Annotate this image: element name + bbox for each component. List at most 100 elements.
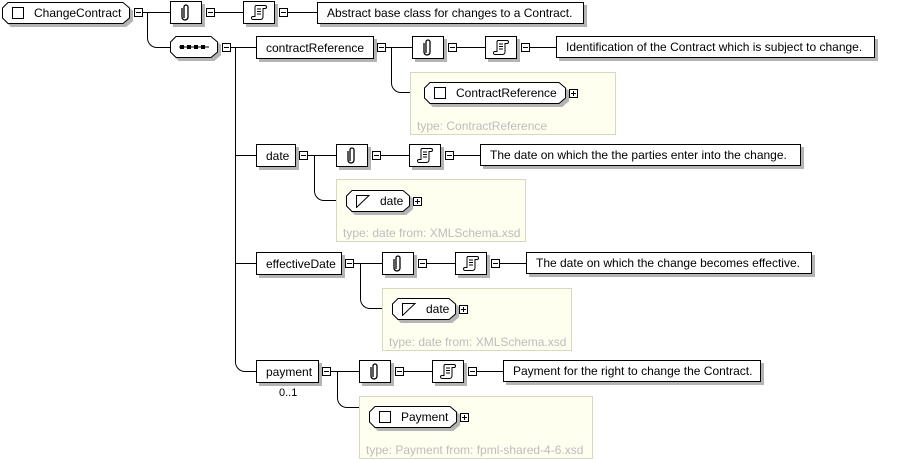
complex-type-icon — [434, 87, 446, 99]
documentation-text: Payment for the right to change the Cont… — [503, 360, 761, 382]
documentation-text: The date on which the change becomes eff… — [526, 252, 812, 274]
connector — [288, 12, 317, 13]
element-documentation: The date on which the the parties enter … — [490, 148, 787, 162]
connector — [427, 263, 455, 264]
connector — [381, 155, 409, 156]
connector — [500, 263, 526, 264]
collapse-toggle[interactable] — [468, 367, 477, 376]
collapse-toggle[interactable] — [418, 259, 427, 268]
connector — [235, 355, 256, 372]
connector — [314, 155, 336, 201]
type-name: date — [426, 302, 450, 316]
element-payment[interactable]: payment — [256, 360, 319, 383]
collapse-toggle[interactable] — [395, 367, 404, 376]
documentation-node[interactable] — [432, 360, 464, 383]
complex-type-icon — [379, 411, 391, 423]
type-node[interactable]: Payment — [369, 406, 457, 428]
connector-trunk — [235, 47, 236, 361]
type-label: type: ContractReference — [417, 119, 548, 133]
element-name: date — [266, 148, 290, 163]
connector — [404, 371, 432, 372]
sequence-compositor-icon — [179, 45, 209, 49]
documentation-node[interactable] — [455, 252, 487, 275]
connector — [454, 155, 480, 156]
connector — [215, 12, 243, 13]
type-name: date — [380, 194, 404, 208]
element-name: payment — [266, 364, 313, 379]
type-node[interactable]: ContractReference — [424, 82, 566, 104]
collapse-toggle[interactable] — [206, 8, 215, 17]
documentation-text: The date on which the the parties enter … — [480, 144, 801, 166]
type-node[interactable]: date — [346, 190, 410, 212]
type-label: type: Payment from: fpml-shared-4-6.xsd — [366, 443, 584, 457]
scroll-icon — [463, 255, 479, 272]
pill-outline — [2, 2, 130, 24]
collapse-toggle[interactable] — [322, 367, 331, 376]
collapse-toggle[interactable] — [299, 151, 308, 160]
collapse-toggle[interactable] — [521, 43, 530, 52]
connector — [235, 263, 256, 264]
paperclip-icon — [181, 4, 191, 21]
pill-outline — [424, 82, 566, 104]
type-name: Payment — [401, 410, 449, 424]
element-documentation: The date on which the change becomes eff… — [536, 256, 800, 270]
type-label: type: date from: XMLSchema.xsd — [343, 226, 521, 240]
connector — [147, 12, 170, 48]
element-documentation: Identification of the Contract which is … — [566, 40, 863, 54]
collapse-toggle[interactable] — [445, 151, 454, 160]
collapse-toggle[interactable] — [345, 259, 354, 268]
simple-type-icon — [402, 302, 416, 316]
element-effectiveDate[interactable]: effectiveDate — [256, 252, 342, 275]
paperclip-icon — [423, 39, 433, 56]
annotation-node[interactable] — [412, 36, 444, 59]
documentation-node[interactable] — [243, 1, 275, 24]
expand-toggle[interactable] — [459, 305, 468, 314]
expand-toggle[interactable] — [413, 197, 422, 206]
documentation-node[interactable] — [409, 144, 441, 167]
expand-toggle[interactable] — [460, 413, 469, 422]
root-type-node[interactable]: ChangeContract — [2, 2, 130, 24]
connector — [235, 155, 256, 156]
annotation-node[interactable] — [359, 360, 391, 383]
scroll-icon — [417, 147, 433, 164]
complex-type-icon — [12, 7, 24, 19]
expand-toggle[interactable] — [569, 89, 578, 98]
collapse-toggle[interactable] — [372, 151, 381, 160]
documentation-node[interactable] — [485, 36, 517, 59]
annotation-node[interactable] — [382, 252, 414, 275]
element-date[interactable]: date — [256, 144, 296, 167]
documentation-text: Abstract base class for changes to a Con… — [317, 2, 584, 24]
root-type-name: ChangeContract — [34, 6, 122, 20]
pill-outline — [369, 406, 457, 428]
simple-type-icon — [356, 194, 370, 208]
paperclip-icon — [393, 255, 403, 272]
annotation-node[interactable] — [170, 1, 202, 24]
sequence-compositor[interactable] — [170, 36, 218, 58]
annotation-node[interactable] — [336, 144, 368, 167]
connector — [457, 47, 485, 48]
element-contractReference[interactable]: contractReference — [256, 36, 374, 59]
connector — [477, 371, 503, 372]
collapse-toggle[interactable] — [448, 43, 457, 52]
collapse-toggle[interactable] — [491, 259, 500, 268]
documentation-text: Identification of the Contract which is … — [556, 36, 875, 58]
collapse-toggle[interactable] — [222, 43, 231, 52]
connector — [530, 47, 556, 48]
root-documentation: Abstract base class for changes to a Con… — [327, 6, 573, 20]
paperclip-icon — [347, 147, 357, 164]
element-name: contractReference — [266, 40, 365, 55]
collapse-toggle[interactable] — [134, 8, 143, 17]
paperclip-icon — [370, 363, 380, 380]
occurrence-label: 0..1 — [279, 387, 298, 399]
collapse-toggle[interactable] — [377, 43, 386, 52]
type-node[interactable]: date — [392, 298, 456, 320]
type-label: type: date from: XMLSchema.xsd — [389, 335, 567, 349]
connector — [360, 263, 382, 309]
scroll-icon — [493, 39, 509, 56]
connector — [391, 47, 410, 93]
connector — [231, 47, 256, 48]
element-documentation: Payment for the right to change the Cont… — [513, 364, 753, 378]
type-name: ContractReference — [456, 86, 557, 100]
collapse-toggle[interactable] — [279, 8, 288, 17]
element-name: effectiveDate — [266, 256, 336, 271]
